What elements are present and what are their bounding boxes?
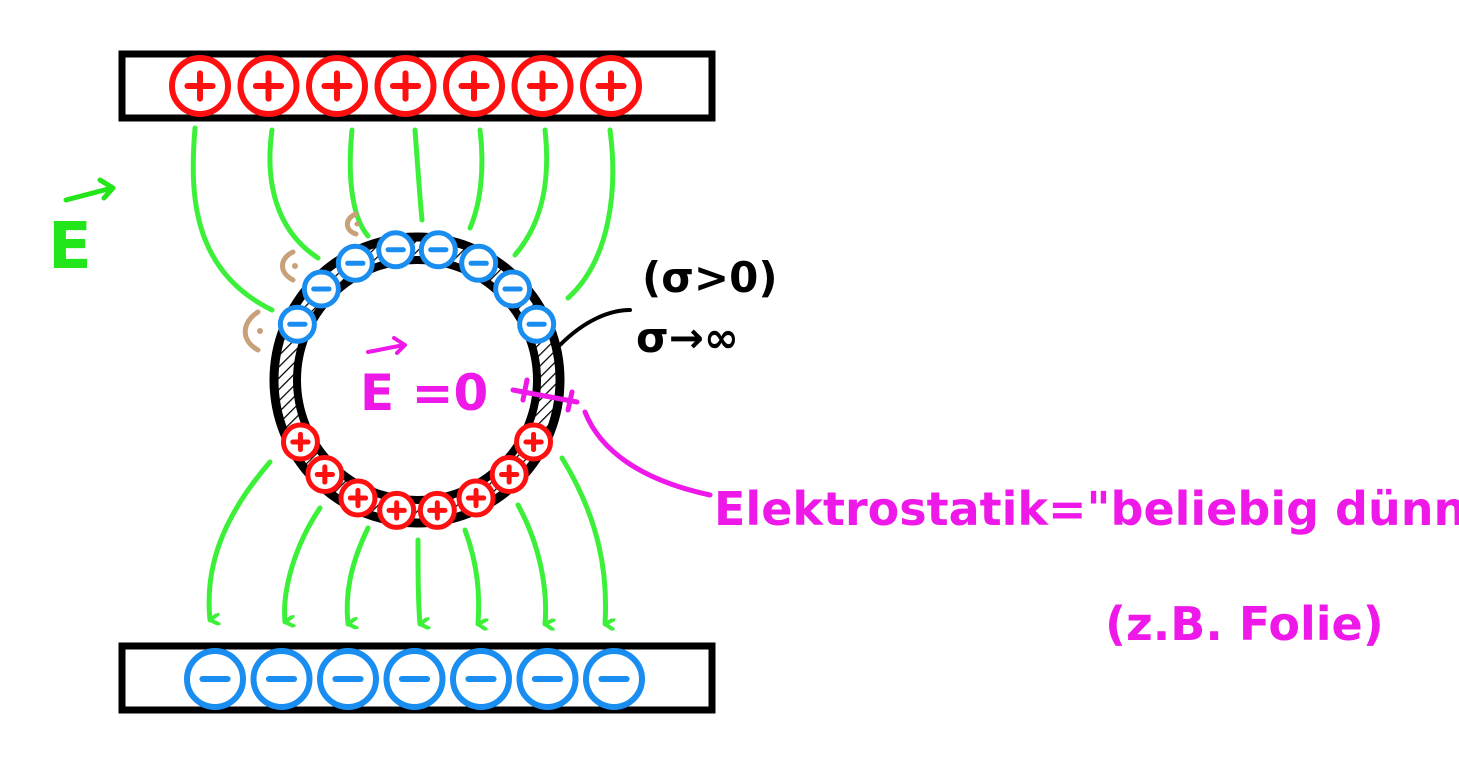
negative-charge xyxy=(450,648,512,710)
field-line xyxy=(462,527,479,624)
induced-negative-charge xyxy=(301,269,341,309)
negative-charge xyxy=(383,648,446,710)
induced-charges xyxy=(277,230,557,530)
field-lines-top xyxy=(190,125,616,313)
field-line xyxy=(344,525,371,624)
field-line xyxy=(190,125,275,313)
induced-positive-charge xyxy=(280,422,320,462)
field-line xyxy=(559,455,606,624)
vector-arrow-icon xyxy=(63,177,116,203)
induced-negative-charge xyxy=(517,304,557,344)
induced-positive-charge xyxy=(489,454,529,494)
field-label: E xyxy=(48,177,116,284)
inside-field-label: E =0 xyxy=(360,336,488,422)
positive-charge xyxy=(374,55,437,117)
field-line xyxy=(282,505,323,622)
negative-charge xyxy=(184,648,246,710)
positive-charge xyxy=(443,55,505,117)
field-line xyxy=(512,127,550,258)
field-lines-bottom xyxy=(206,455,606,624)
field-line xyxy=(565,127,616,301)
positive-charge xyxy=(237,55,300,117)
induced-negative-charge xyxy=(335,243,375,283)
induced-negative-charge xyxy=(418,230,458,270)
example-note: (z.B. Folie) xyxy=(1105,597,1384,651)
field-line xyxy=(412,127,425,223)
positive-charge xyxy=(511,55,574,117)
induced-positive-charge xyxy=(305,454,345,494)
thickness-marker xyxy=(510,377,713,498)
conducting-shell xyxy=(269,232,565,528)
field-line xyxy=(415,537,420,624)
field-line xyxy=(515,502,546,624)
negative-charge xyxy=(583,648,645,710)
bottom-plate-charges xyxy=(184,648,645,710)
vector-arrow-icon xyxy=(366,336,407,355)
conductivity-leader-line xyxy=(558,308,632,347)
positive-charge xyxy=(169,55,231,117)
induced-positive-charge xyxy=(417,490,457,530)
induced-negative-charge xyxy=(376,230,416,270)
field-symbol: E xyxy=(48,210,92,284)
field-line xyxy=(467,127,485,231)
induced-positive-charge xyxy=(377,490,417,530)
shell-inner-cavity xyxy=(293,256,541,504)
thickness-note: Elektrostatik="beliebig dünn" xyxy=(714,482,1459,536)
field-line xyxy=(206,459,273,620)
inside-field-text: E =0 xyxy=(360,364,488,422)
field-line xyxy=(347,127,371,239)
induced-negative-charge xyxy=(459,243,499,283)
induced-negative-charge xyxy=(493,269,533,309)
conductivity-limit: σ→∞ xyxy=(636,313,739,362)
right-angle-mark-icon xyxy=(242,211,360,353)
negative-charge xyxy=(516,648,579,710)
negative-charge xyxy=(250,648,313,710)
induced-positive-charge xyxy=(514,422,554,462)
induced-positive-charge xyxy=(456,478,496,518)
top-plate-charges xyxy=(169,55,642,117)
negative-charge xyxy=(317,648,379,710)
conductivity-condition: (σ>0) xyxy=(642,253,778,302)
positive-charge xyxy=(580,55,642,117)
induced-negative-charge xyxy=(277,304,317,344)
induced-positive-charge xyxy=(338,478,378,518)
positive-charge xyxy=(306,55,368,117)
field-line xyxy=(267,127,321,261)
